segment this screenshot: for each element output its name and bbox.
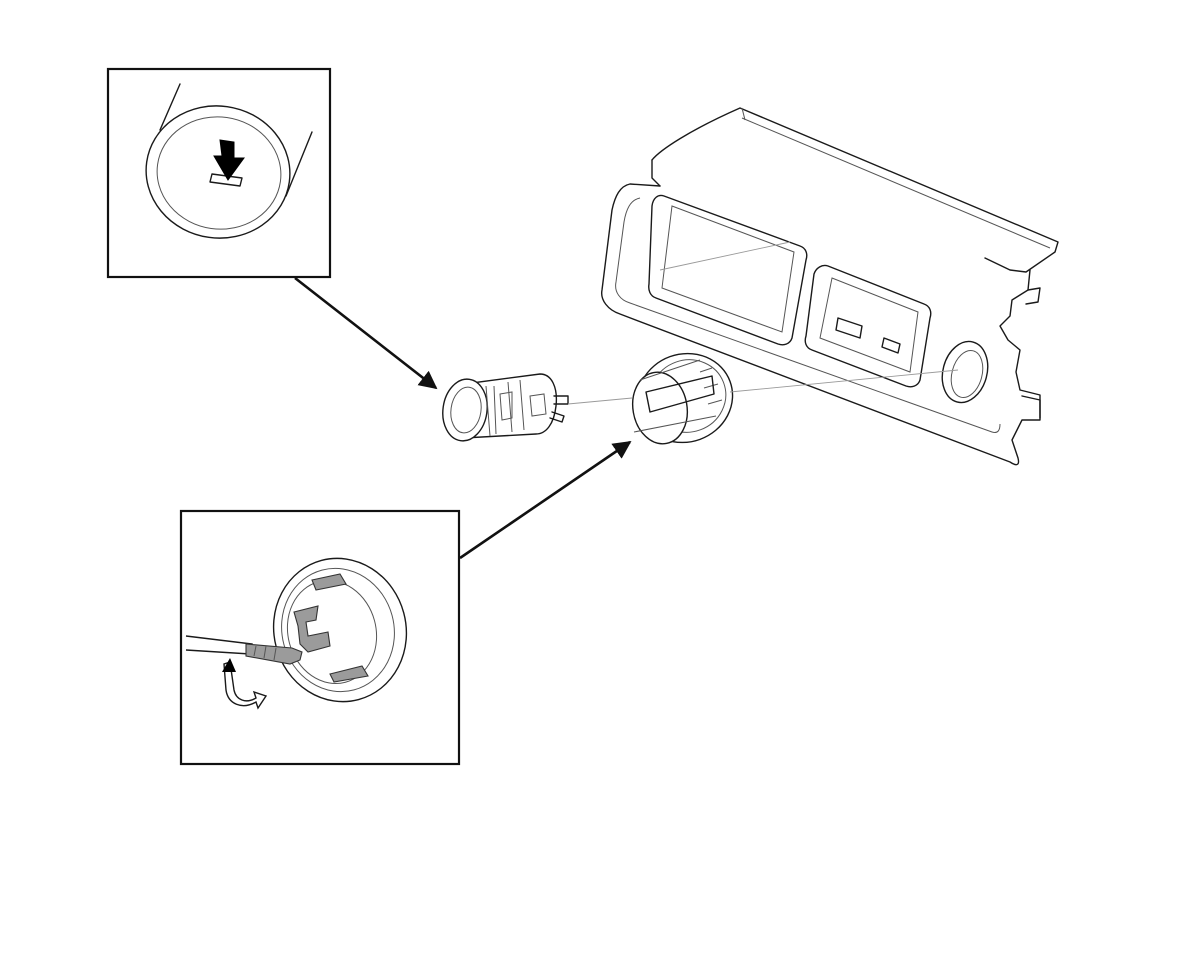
rotate-arrow-icon bbox=[223, 661, 268, 710]
lever-arrow-icon bbox=[222, 658, 236, 672]
leader-arrow-ring bbox=[459, 440, 632, 560]
socket-cap-mark bbox=[209, 173, 243, 187]
release-tab-detail bbox=[179, 509, 461, 766]
pry-tool-icon bbox=[185, 635, 303, 665]
alignment-lines bbox=[567, 369, 959, 405]
console-panel bbox=[601, 107, 1059, 466]
push-socket-detail bbox=[106, 67, 332, 279]
push-down-arrow-icon bbox=[213, 139, 245, 181]
accessory-socket bbox=[442, 373, 569, 442]
socket-retaining-ring bbox=[631, 352, 734, 445]
leader-arrow-socket bbox=[294, 276, 438, 390]
